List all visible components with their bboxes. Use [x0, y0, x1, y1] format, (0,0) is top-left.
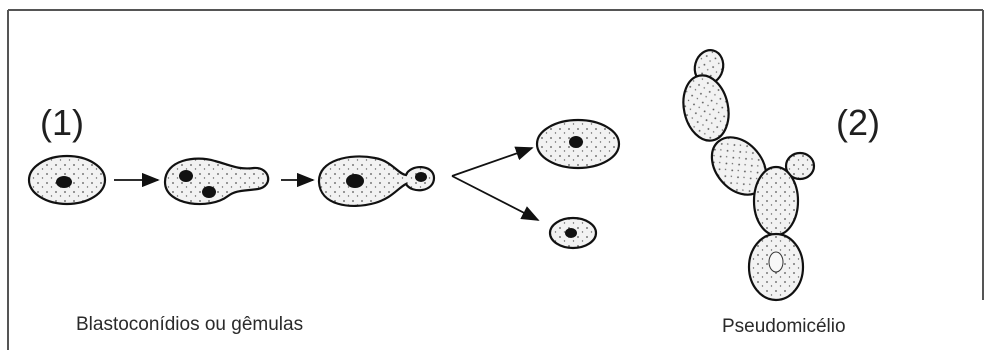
- nucleus: [346, 174, 364, 188]
- caption-blastoconidia: Blastoconídios ou gêmulas: [76, 314, 304, 335]
- daughter-cell-small: [548, 216, 598, 250]
- nucleus: [179, 170, 193, 182]
- nucleus: [565, 228, 577, 238]
- cell-3-budding: [317, 155, 436, 207]
- cell-2-budding: [163, 157, 270, 206]
- frame-border: [7, 9, 984, 350]
- daughter-cell-large: [535, 118, 621, 170]
- nucleus: [415, 172, 427, 182]
- nucleus: [569, 136, 583, 148]
- arrow-3a: [451, 146, 534, 177]
- pseudomycelium: [682, 49, 816, 302]
- cell-1: [27, 154, 107, 206]
- arrow-3b: [451, 175, 540, 221]
- caption-pseudomycelium: Pseudomicélio: [722, 316, 846, 337]
- stage-1-label: (1): [40, 102, 84, 143]
- nucleus: [202, 186, 216, 198]
- stage-2-label: (2): [836, 102, 880, 143]
- nucleus: [56, 176, 72, 188]
- vacuole: [768, 251, 784, 273]
